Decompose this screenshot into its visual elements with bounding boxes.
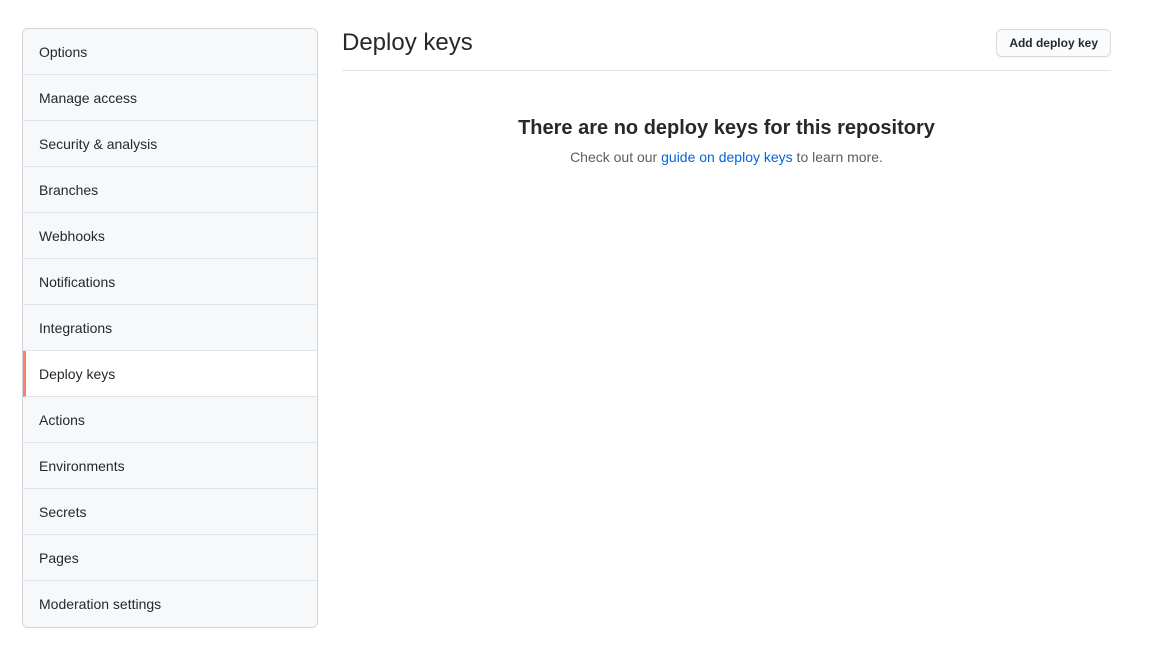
sidebar-item-actions[interactable]: Actions bbox=[23, 397, 317, 443]
empty-state-title: There are no deploy keys for this reposi… bbox=[518, 117, 935, 139]
deploy-keys-guide-link[interactable]: guide on deploy keys bbox=[661, 149, 793, 165]
sidebar-item-notifications[interactable]: Notifications bbox=[23, 259, 317, 305]
sidebar-item-branches[interactable]: Branches bbox=[23, 167, 317, 213]
sidebar-item-environments[interactable]: Environments bbox=[23, 443, 317, 489]
add-deploy-key-button[interactable]: Add deploy key bbox=[996, 29, 1111, 57]
sidebar-item-secrets[interactable]: Secrets bbox=[23, 489, 317, 535]
panel-header: Deploy keys Add deploy key bbox=[342, 28, 1111, 71]
sidebar-item-pages[interactable]: Pages bbox=[23, 535, 317, 581]
message-prefix: Check out our bbox=[570, 149, 662, 165]
empty-state: There are no deploy keys for this reposi… bbox=[342, 71, 1111, 165]
sidebar-item-moderation-settings[interactable]: Moderation settings bbox=[23, 581, 317, 627]
page-title: Deploy keys bbox=[342, 29, 473, 56]
sidebar-item-security-analysis[interactable]: Security & analysis bbox=[23, 121, 317, 167]
deploy-keys-panel: Deploy keys Add deploy key There are no … bbox=[342, 28, 1111, 649]
sidebar-item-integrations[interactable]: Integrations bbox=[23, 305, 317, 351]
sidebar-item-deploy-keys[interactable]: Deploy keys bbox=[23, 351, 317, 397]
sidebar-item-webhooks[interactable]: Webhooks bbox=[23, 213, 317, 259]
sidebar-item-options[interactable]: Options bbox=[23, 29, 317, 75]
empty-state-message: Check out our guide on deploy keys to le… bbox=[342, 149, 1111, 165]
message-suffix: to learn more. bbox=[792, 149, 883, 165]
sidebar-item-manage-access[interactable]: Manage access bbox=[23, 75, 317, 121]
